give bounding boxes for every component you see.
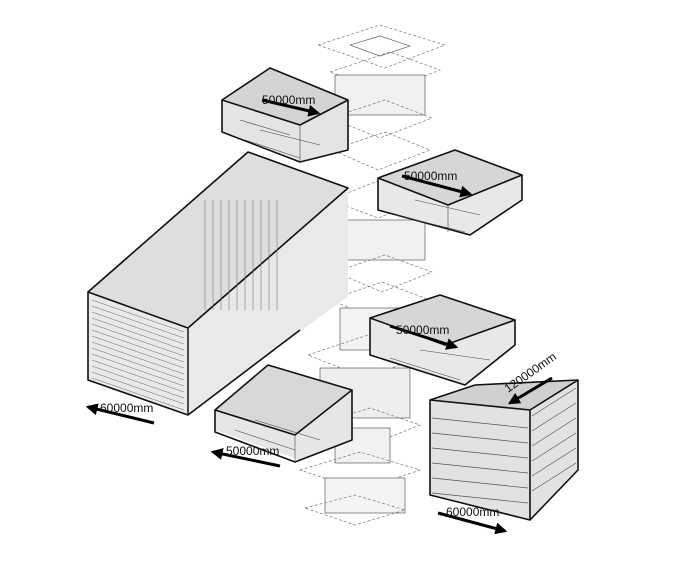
block-left-lower xyxy=(214,364,353,463)
dimension-label-block-right-middle: 50000mm xyxy=(396,323,449,337)
tower-floor-line xyxy=(531,387,577,417)
dimension-arrow-block-tall-left: 60000mm xyxy=(85,401,155,425)
facade-line xyxy=(91,329,185,363)
tower-floor-line xyxy=(431,492,529,504)
facade-line xyxy=(91,341,185,375)
block-tall-left xyxy=(87,151,349,416)
dimension-label-tower-width: 60000mm xyxy=(446,505,499,519)
tower-floor-line xyxy=(531,432,577,462)
facade-line xyxy=(91,323,185,357)
dimension-arrow-tower-width: 60000mm xyxy=(437,505,508,535)
facade-line xyxy=(91,377,185,411)
tower-floor-line xyxy=(531,417,577,447)
tower-floor-line xyxy=(531,402,577,432)
tower-floor-line xyxy=(531,447,577,477)
facade-line xyxy=(91,317,185,351)
dimension-arrow-block-right-middle: 50000mm xyxy=(389,323,459,350)
facade-line xyxy=(91,347,185,381)
dimension-arrow-block-right-upper: 50000mm xyxy=(401,169,473,198)
block-right-upper xyxy=(377,149,523,236)
facade-line xyxy=(91,365,185,399)
facade-line xyxy=(91,371,185,405)
dimension-label-block-left-lower: 50000mm xyxy=(226,444,279,458)
dimension-label-block-top: 50000mm xyxy=(262,93,315,107)
facade-line xyxy=(91,353,185,387)
facade-line xyxy=(91,311,185,345)
dimension-arrow-block-top: 50000mm xyxy=(261,93,321,117)
tower-floor-line xyxy=(431,417,529,429)
facade-line xyxy=(91,335,185,369)
facade-line xyxy=(91,299,185,333)
dimension-label-block-right-upper: 50000mm xyxy=(404,169,457,183)
facade-line xyxy=(91,359,185,393)
dimension-label-block-tall-left: 60000mm xyxy=(100,401,153,415)
tower-floor-line xyxy=(431,477,529,489)
tower-floor-line xyxy=(431,462,529,474)
block-top xyxy=(221,67,349,163)
tower-floor-line xyxy=(531,462,577,492)
block-tower xyxy=(429,379,579,521)
dimension-arrow-block-left-lower: 50000mm xyxy=(210,444,281,468)
tower-floor-line xyxy=(431,432,529,444)
tower-floor-line xyxy=(431,447,529,459)
facade-line xyxy=(91,305,185,339)
